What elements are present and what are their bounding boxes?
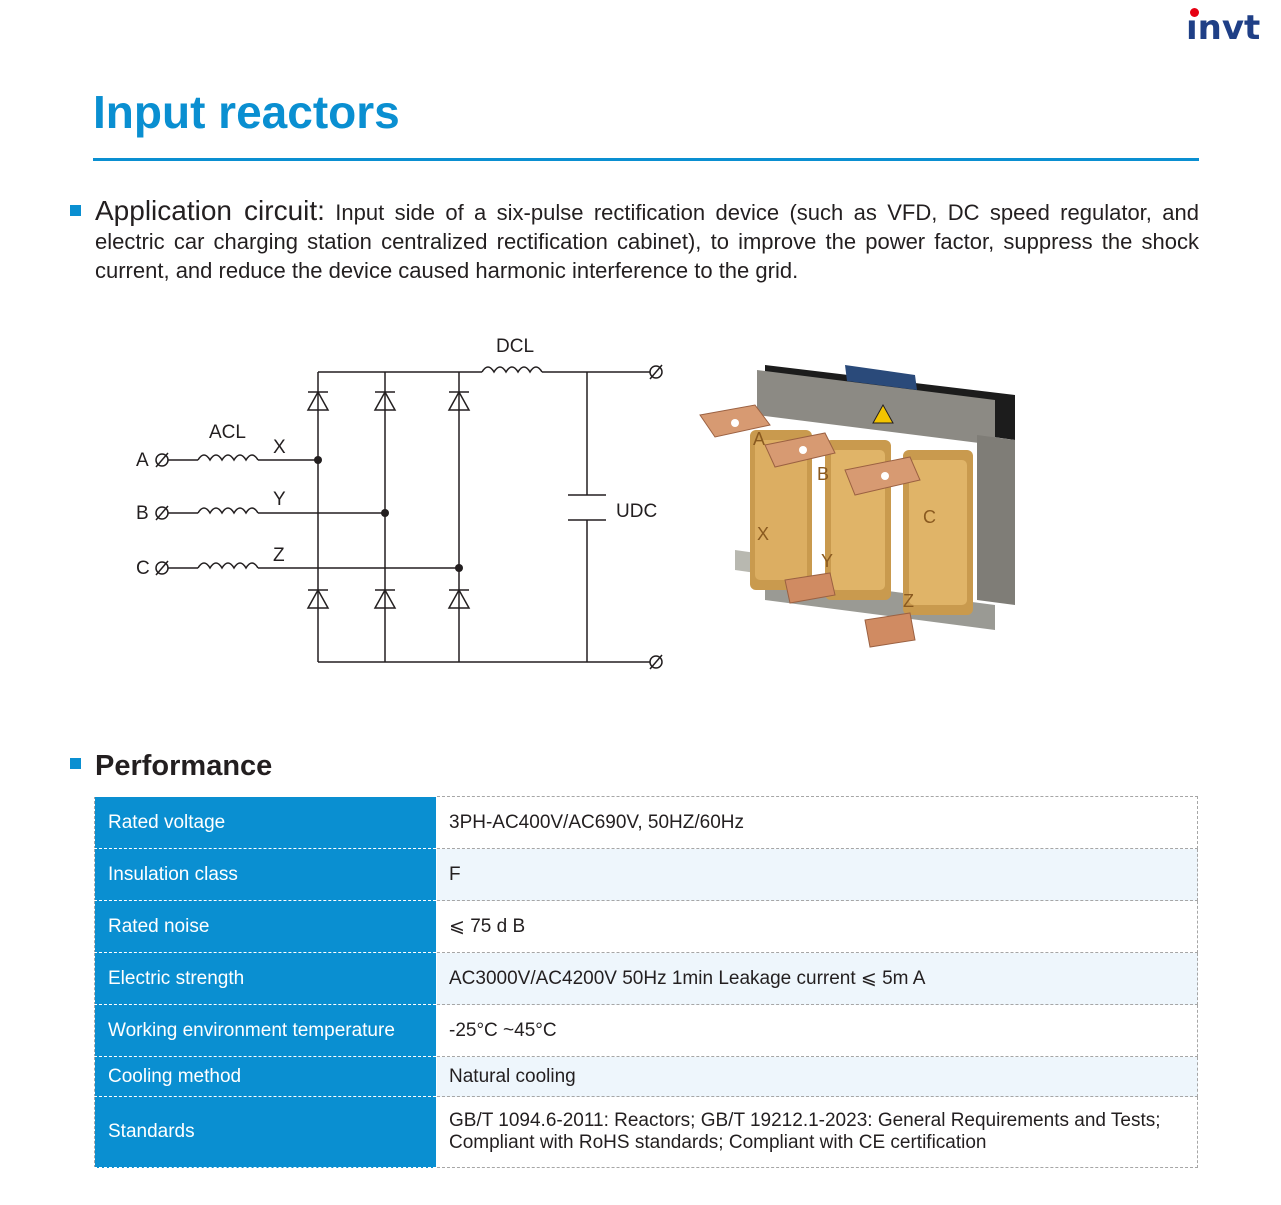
dcl-label: DCL	[496, 336, 534, 357]
acl-inductor-c	[197, 562, 259, 570]
output-z-label: Z	[273, 545, 285, 566]
rectifier-circuit-diagram: DCL ACL UDC A B C X Y Z	[136, 336, 663, 670]
table-row: Rated noise ⩽ 75 d B	[94, 900, 1198, 953]
square-bullet-icon	[70, 758, 81, 769]
winding-y-label: Y	[821, 551, 833, 571]
spec-key: Insulation class	[94, 848, 437, 901]
spec-value: 3PH-AC400V/AC690V, 50HZ/60Hz	[436, 796, 1198, 849]
output-y-label: Y	[273, 489, 286, 510]
output-x-label: X	[273, 437, 286, 458]
application-text: Input side of a six-pulse rectification …	[95, 200, 1199, 283]
table-row: Cooling method Natural cooling	[94, 1056, 1198, 1097]
table-row: Insulation class F	[94, 848, 1198, 901]
spec-key: Rated voltage	[94, 796, 437, 849]
application-paragraph: Application circuit: Input side of a six…	[95, 196, 1199, 285]
input-c-label: C	[136, 558, 150, 579]
performance-title: Performance	[95, 750, 273, 782]
winding-x-label: X	[757, 524, 769, 544]
acl-label: ACL	[209, 422, 246, 443]
table-row: Rated voltage 3PH-AC400V/AC690V, 50HZ/60…	[94, 796, 1198, 849]
page-title: Input reactors	[93, 86, 400, 138]
winding-b-label: B	[817, 464, 829, 484]
winding-a-label: A	[753, 429, 765, 449]
spec-key: Standards	[94, 1096, 437, 1168]
spec-value: Natural cooling	[436, 1056, 1198, 1097]
spec-value: F	[436, 848, 1198, 901]
winding-z-label: Z	[903, 591, 914, 611]
square-bullet-icon	[70, 205, 81, 216]
acl-inductor-a	[197, 454, 259, 462]
winding-c-label: C	[923, 507, 936, 527]
spec-value: GB/T 1094.6-2011: Reactors; GB/T 19212.1…	[436, 1096, 1198, 1168]
input-b-label: B	[136, 503, 149, 524]
reactor-product-photo: A B C X Y Z	[699, 365, 1015, 648]
input-a-label: A	[136, 450, 149, 471]
spec-value: -25°C ~45°C	[436, 1004, 1198, 1057]
acl-inductor-b	[197, 507, 259, 515]
performance-table: Rated voltage 3PH-AC400V/AC690V, 50HZ/60…	[94, 796, 1198, 1168]
logo-dot-icon	[1190, 8, 1199, 17]
spec-value: ⩽ 75 d B	[436, 900, 1198, 953]
table-row: Standards GB/T 1094.6-2011: Reactors; GB…	[94, 1096, 1198, 1168]
spec-key: Electric strength	[94, 952, 437, 1005]
table-row: Electric strength AC3000V/AC4200V 50Hz 1…	[94, 952, 1198, 1005]
spec-key: Cooling method	[94, 1056, 437, 1097]
invt-logo: ınvt	[1186, 6, 1274, 46]
application-label: Application circuit:	[95, 195, 325, 226]
spec-key: Working environment temperature	[94, 1004, 437, 1057]
udc-label: UDC	[616, 501, 657, 522]
dcl-inductor	[481, 366, 543, 374]
table-row: Working environment temperature -25°C ~4…	[94, 1004, 1198, 1057]
spec-value: AC3000V/AC4200V 50Hz 1min Leakage curren…	[436, 952, 1198, 1005]
title-divider	[93, 158, 1199, 161]
spec-key: Rated noise	[94, 900, 437, 953]
logo-text: ınvt	[1186, 8, 1261, 48]
